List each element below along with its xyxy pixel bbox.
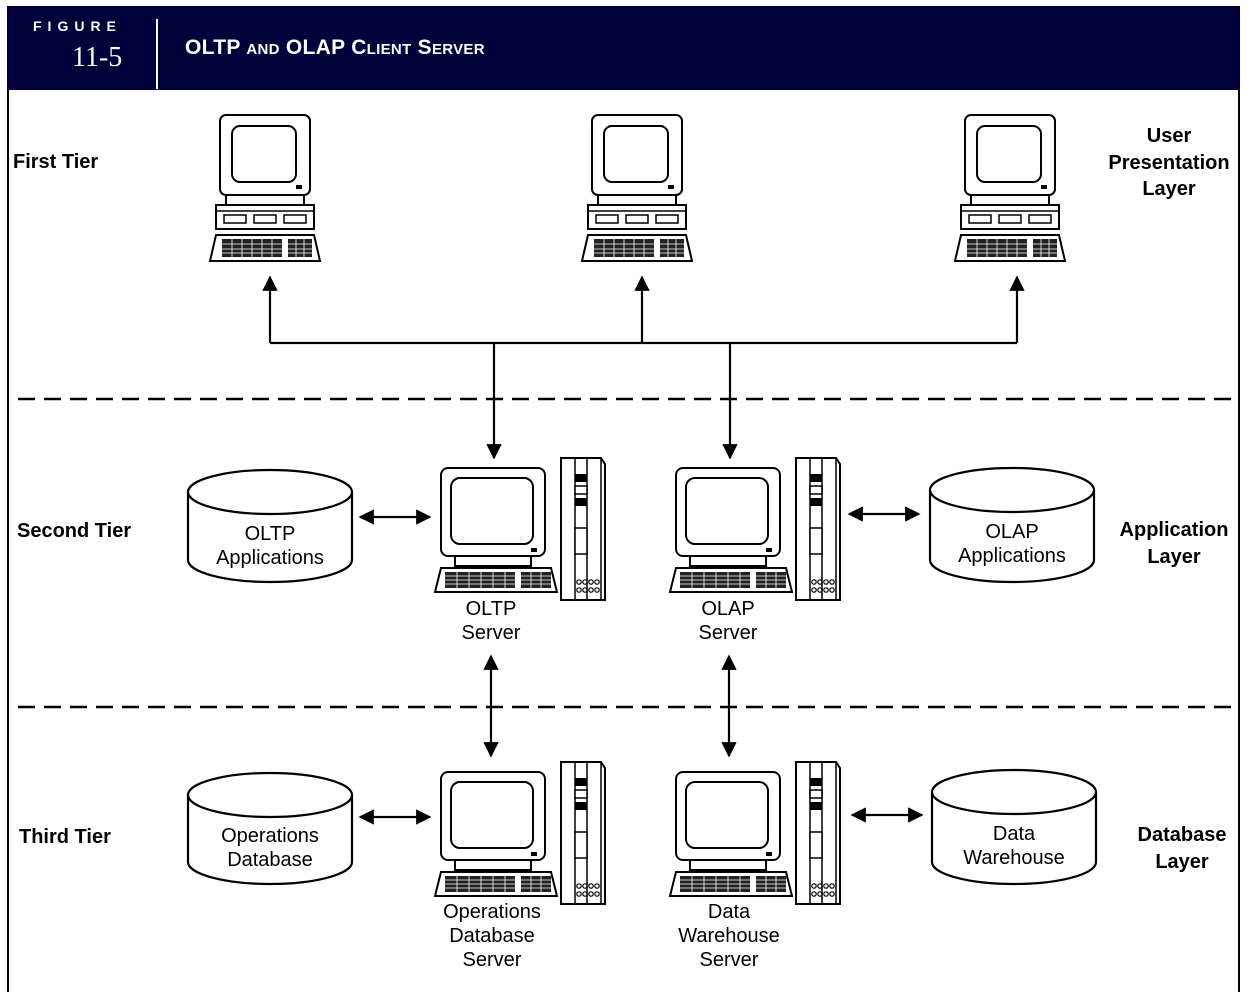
tier-label-third: Third Tier [19,826,111,848]
server-tower-icon [434,761,606,905]
database-cylinder-icon [186,771,354,886]
oltp-applications-label: OLTP Applications [190,522,350,570]
cylinder-label-line: Data [992,823,1036,845]
server-label-line: Server [698,622,758,644]
olap-server-label: OLAP Server [658,597,798,645]
data-warehouse-server-label: Data Warehouse Server [654,900,804,972]
layer-label-line: Application [1119,519,1229,541]
layer-label-application: Application Layer [1110,517,1238,570]
server-label-line: OLAP [701,598,755,620]
cylinder-label-line: OLTP [244,523,296,545]
server-label-line: Warehouse [678,925,780,947]
frame-border-left [7,90,9,992]
server-label-line: OLTP [465,598,517,620]
bidirectional-connectors [358,506,924,825]
cylinder-label-line: OLAP [985,521,1039,543]
layer-label-line: Layer [1155,850,1209,873]
server-label-line: Database [449,925,535,947]
server-label-line: Server [462,949,522,971]
figure-title: OLTP and OLAP Client Server [185,36,485,59]
cylinder-label-line: Database [227,849,313,871]
cylinder-label-line: Applications [216,547,324,569]
figure-word: FIGURE [33,18,122,34]
database-cylinder-icon [928,466,1096,584]
olap-applications-label: OLAP Applications [932,520,1092,568]
layer-label-line: Layer [1147,545,1201,568]
layer-label-line: Database [1137,824,1227,846]
server-label-line: Server [699,949,759,971]
layer-label-line: User [1146,125,1192,147]
tier-label-second: Second Tier [17,520,132,542]
layer-label-database: Database Layer [1120,822,1244,875]
server-label-line: Server [461,622,521,644]
desktop-computer-icon [954,114,1066,262]
database-cylinder-icon [186,468,354,584]
cylinder-label-line: Applications [958,545,1066,567]
server-tower-icon [669,761,841,905]
operations-database-server-label: Operations Database Server [417,900,567,972]
desktop-computer-icon [209,114,321,262]
desktop-computer-icon [581,114,693,262]
tier-label-first: First Tier [13,151,99,173]
cylinder-label-line: Operations [221,825,319,847]
server-label-line: Operations [443,901,541,923]
server-tower-icon [434,457,606,601]
layer-label-line: Presentation [1108,151,1230,174]
operations-database-label: Operations Database [190,824,350,872]
figure-number: 11-5 [72,42,123,73]
oltp-server-label: OLTP Server [421,597,561,645]
first-tier-connectors [262,275,1025,460]
database-cylinder-icon [930,768,1098,886]
data-warehouse-label: Data Warehouse [934,822,1094,870]
frame-border-right [1238,90,1240,992]
layer-label-presentation: User Presentation Layer [1100,123,1238,203]
server-label-line: Data [707,901,751,923]
layer-label-line: Layer [1142,178,1196,200]
cylinder-label-line: Warehouse [963,847,1065,869]
figure-header [7,6,1240,90]
header-divider [156,19,158,89]
server-tower-icon [669,457,841,601]
